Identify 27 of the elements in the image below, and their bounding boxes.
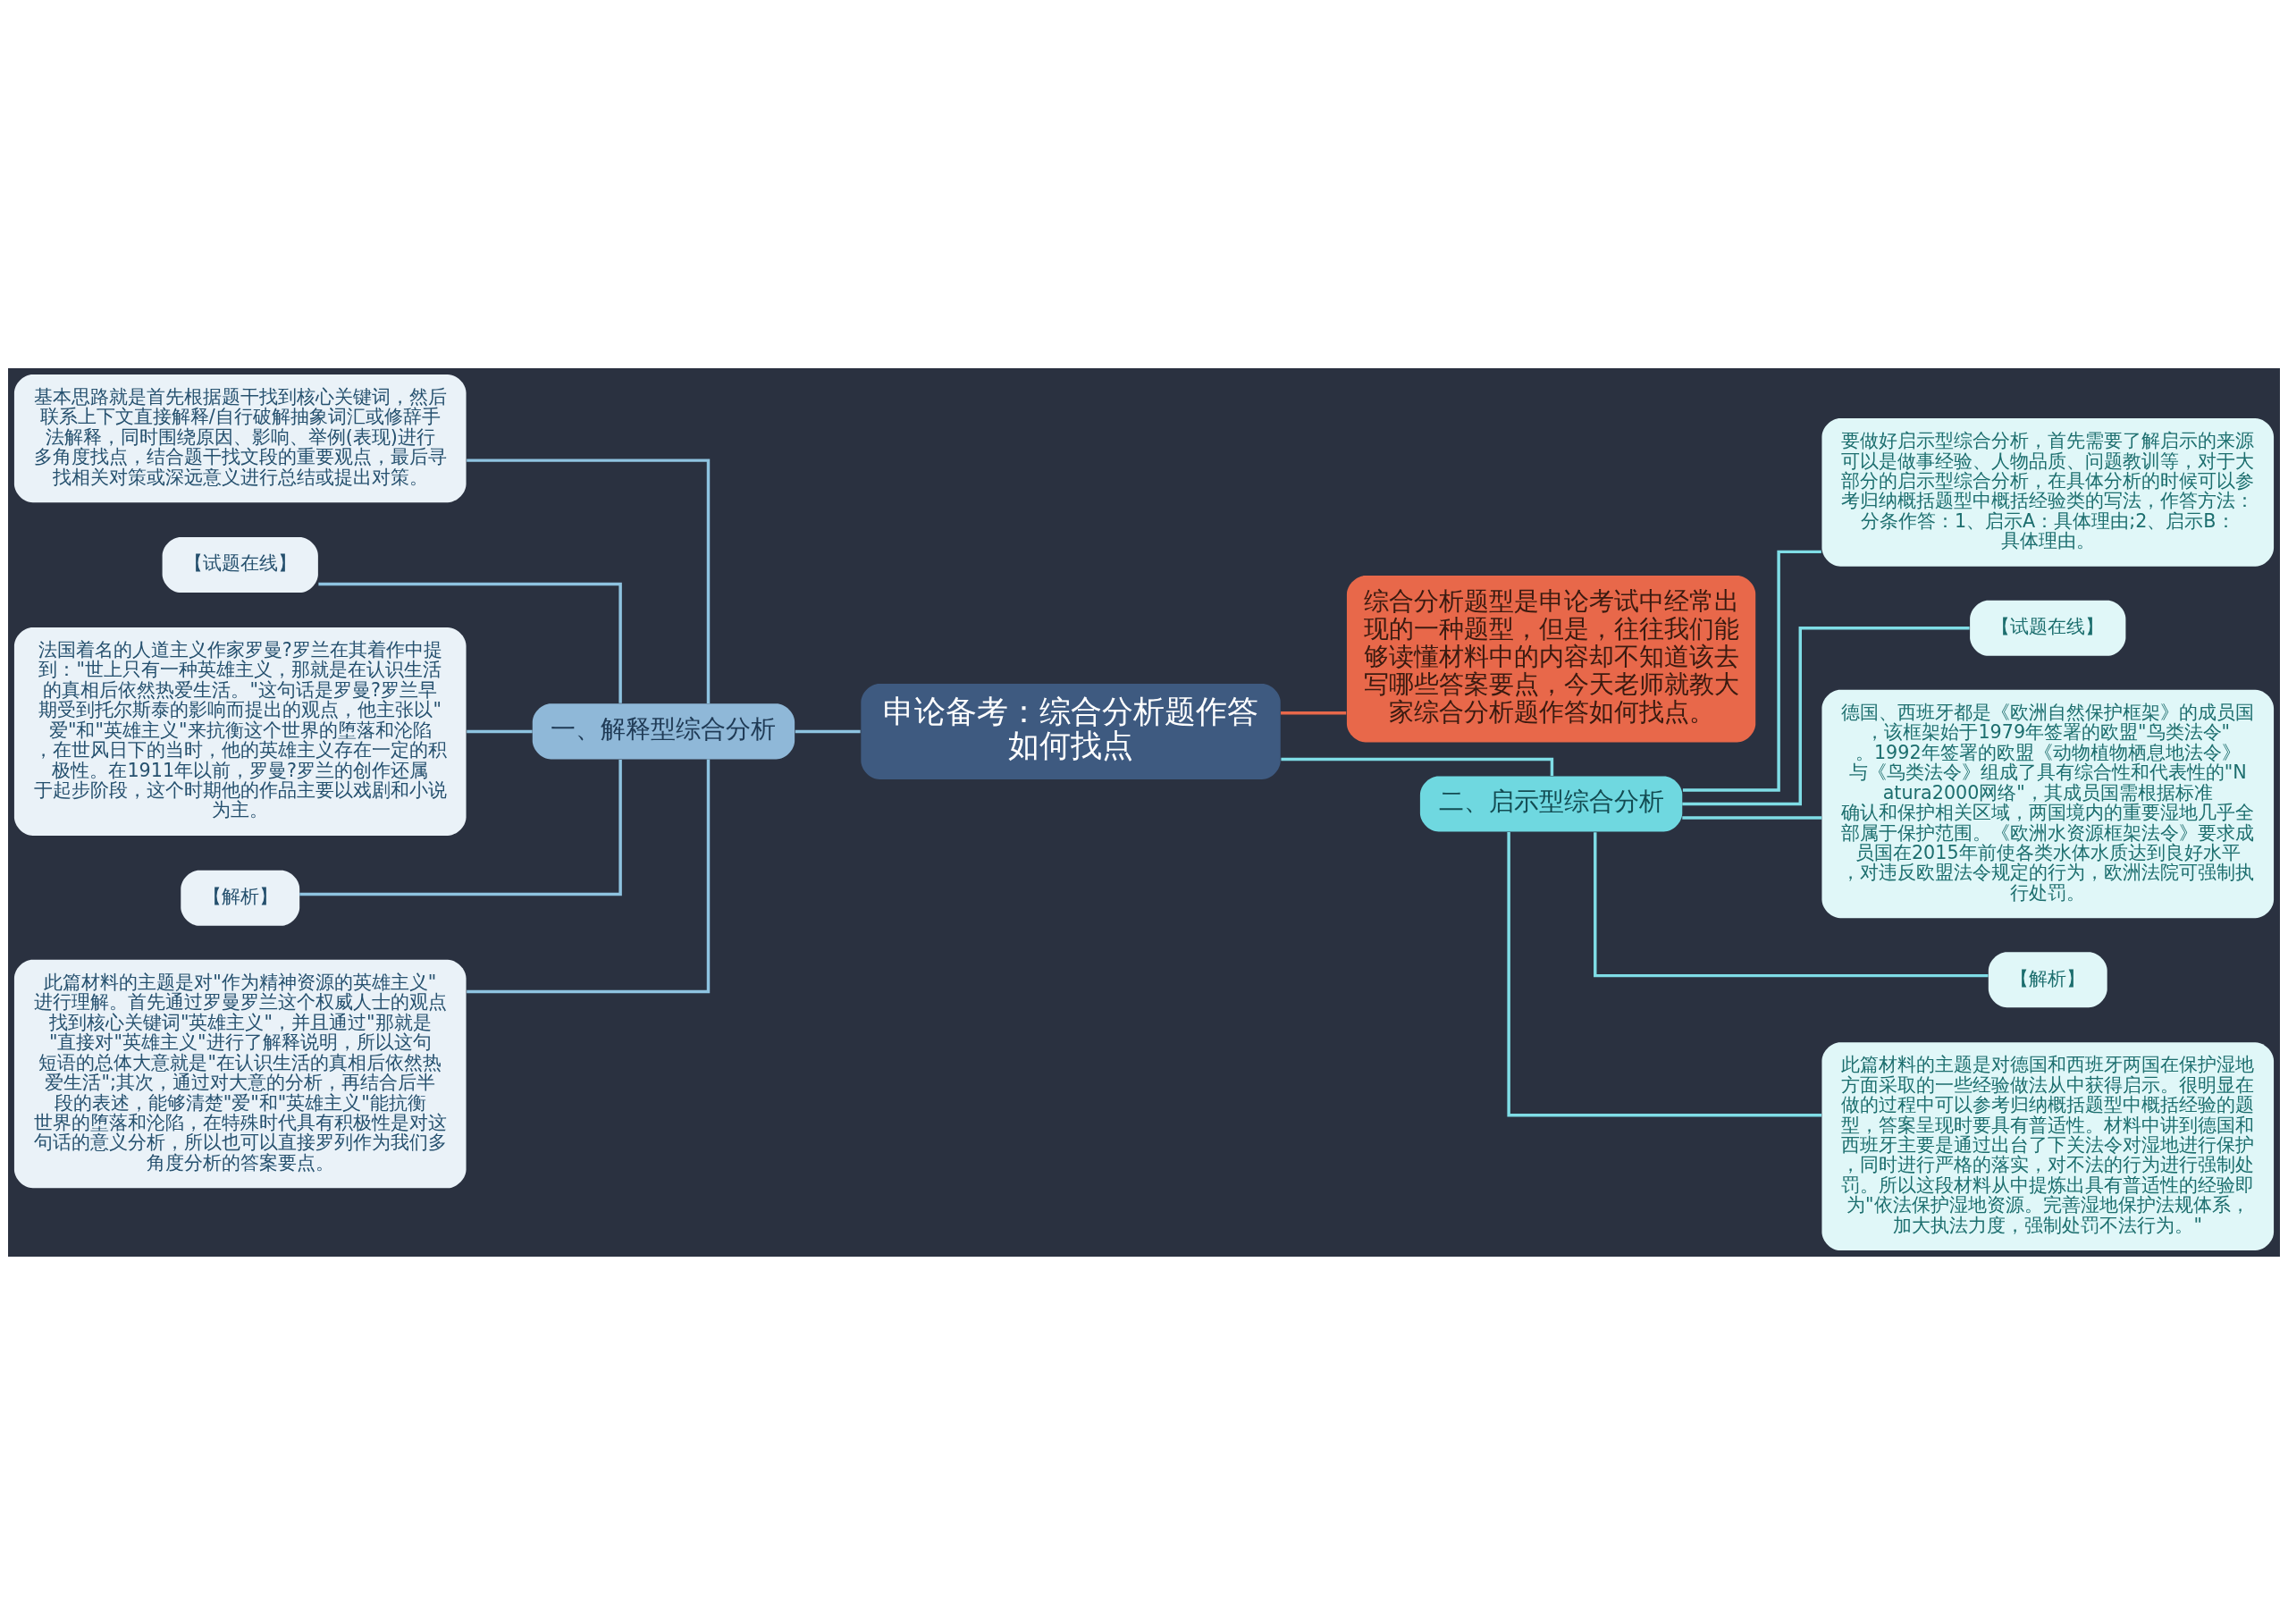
connector xyxy=(1281,711,1347,714)
connector xyxy=(795,729,861,733)
connector xyxy=(1281,757,1554,776)
node-box: 综合分析题型是申论考试中经常出现的一种题型，但是，往往我们能够读懂材料中的内容却不知道该去写哪些答案要点，今天老师就教大家综合分析题作答如何找点。 xyxy=(1346,575,1756,742)
node-box: 申论备考：综合分析题作答如何找点 xyxy=(861,683,1281,779)
node-box: 此篇材料的主题是对德国和西班牙两国在保护湿地方面采取的一些经验做法从中获得启示。很明显在做的过程中可以参考归纳概括题型中概括经验的题型，答案呈现时要具有普适性。材料中讲到德国和西班牙主要是通过出台了下关法令对湿地进行保护，同时进行严格的落实，对不法的行为进行强制处罚。所以这段材料从中提炼出具有普适性的经验即为"依法保护湿地资源。完善湿地保护法规体系，加大执法力度，强制处罚不法行为。" xyxy=(1821,1041,2275,1250)
node-box: 法国着名的人道主义作家罗曼?罗兰在其着作中提到："世上只有一种英雄主义，那就是在认识生活的真相后依然热爱生活。"这句话是罗曼?罗兰早期受到托尔斯泰的影响而提出的观点，他主张以"爱"和"英雄主义"来抗衡这个世界的堕落和沦陷，在世风日下的当时，他的英雄主义存在一定的积极性。在1911年以前，罗曼?罗兰的创作还属于起步阶段，这个时期他的作品主要以戏剧和小说为主。 xyxy=(13,627,467,836)
connector xyxy=(1682,550,1821,792)
connector xyxy=(299,759,622,896)
connector xyxy=(1507,831,1822,1116)
connector xyxy=(1682,626,1970,805)
node-box: 此篇材料的主题是对"作为精神资源的英雄主义"进行理解。首先通过罗曼罗兰这个权威人士的观点找到核心关键词"英雄主义"，并且通过"那就是"直接对"英雄主义"进行了解释说明，所以这句短语的总体大意就是"在认识生活的真相后依然热爱生活";其次，通过对大意的分析，再结合后半段的表述，能够清楚"爱"和"英雄主义"能抗衡世界的堕落和沦陷，在特殊时代具有积极性是对这句话的意义分析，所以也可以直接罗列作为我们多角度分析的答案要点。 xyxy=(13,959,467,1188)
connector xyxy=(1682,815,1822,820)
connector xyxy=(467,759,711,993)
node-box: 【试题在线】 xyxy=(162,536,318,593)
node-box: 德国、西班牙都是《欧洲自然保护框架》的成员国，该框架始于1979年签署的欧盟"鸟类法令"。1992年签署的欧盟《动物植物栖息地法令》与《鸟类法令》组成了具有综合性和代表性的"Natura2000网络"，其成员国需根据标准确认和保护相关区域，两国境内的重要湿地几乎全部属于保护范围。《欧洲水资源框架法令》要求成员国在2015年前使各类水体水质达到良好水平，对违反欧盟法令规定的行为，欧洲法院可强制执行处罚。 xyxy=(1821,689,2275,918)
connector xyxy=(318,582,622,703)
node-box: 要做好启示型综合分析，首先需要了解启示的来源可以是做事经验、人物品质、问题教训等，对于大部分的启示型综合分析，在具体分析的时候可以参考归纳概括题型中概括经验类的写法，作答方法：分条作答：1、启示A：具体理由;2、启示B：具体理由。 xyxy=(1821,417,2275,567)
connector xyxy=(467,458,711,703)
node-box: 基本思路就是首先根据题干找到核心关键词，然后联系上下文直接解释/自行破解抽象词汇或修辞手法解释，同时围绕原因、影响、举例(表现)进行多角度找点，结合题干找文段的重要观点，最后寻找相关对策或深远意义进行总结或提出对策。 xyxy=(13,374,467,502)
node-box: 【解析】 xyxy=(1988,951,2107,1007)
node-box: 【解析】 xyxy=(181,870,300,926)
connector xyxy=(467,729,533,733)
node-box: 二、启示型综合分析 xyxy=(1419,775,1683,832)
node-box: 一、解释型综合分析 xyxy=(532,703,795,759)
node-box: 【试题在线】 xyxy=(1970,600,2126,656)
connector xyxy=(1594,831,1989,977)
